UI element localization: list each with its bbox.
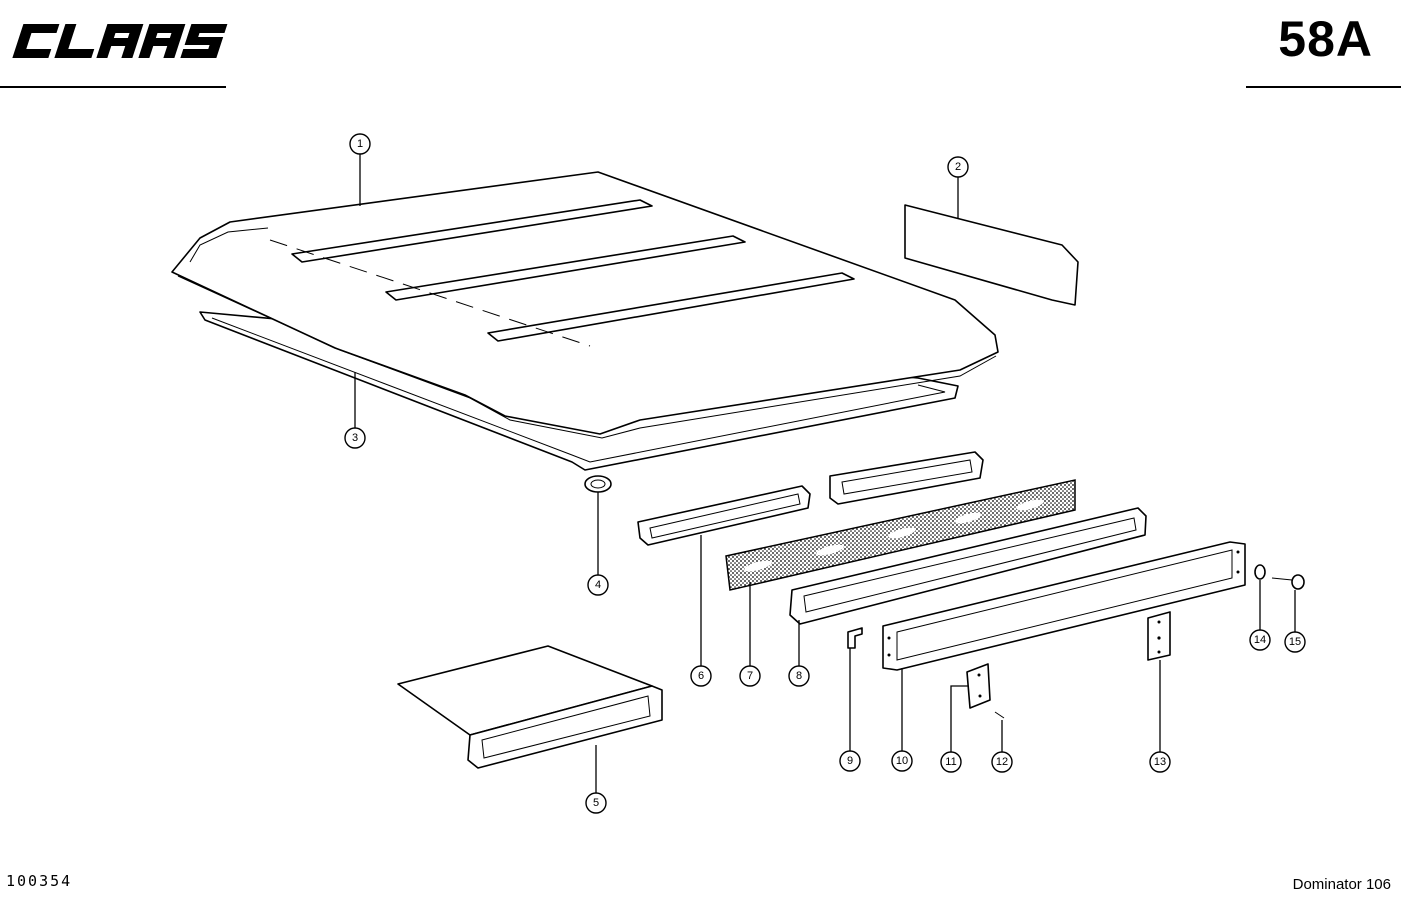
part-12-screw — [994, 711, 1005, 719]
callout-9: 9 — [839, 750, 861, 772]
callout-15: 15 — [1284, 631, 1306, 653]
part-7-filter-mat — [725, 479, 1076, 591]
callout-15-label: 15 — [1289, 636, 1301, 648]
part-6-seal-frames — [637, 451, 984, 546]
callout-6: 6 — [690, 665, 712, 687]
callout-1-label: 1 — [357, 138, 363, 150]
document-number: 100354 — [6, 872, 73, 890]
callout-7-label: 7 — [747, 670, 753, 682]
callout-4-label: 4 — [595, 579, 601, 591]
callout-13-label: 13 — [1154, 756, 1166, 768]
part-14-nut — [1254, 564, 1266, 580]
part-11-plate — [966, 663, 991, 709]
callout-3: 3 — [344, 427, 366, 449]
page-number: 58A — [1278, 11, 1373, 67]
callout-12: 12 — [991, 751, 1013, 773]
header-rule-left — [0, 86, 226, 88]
part-4-ring — [584, 475, 612, 493]
callout-11: 11 — [940, 751, 962, 773]
callout-8: 8 — [788, 665, 810, 687]
part-8-gasket-frame — [789, 507, 1147, 625]
callout-1: 1 — [349, 133, 371, 155]
callout-10: 10 — [891, 750, 913, 772]
part-1-roof-panel — [171, 171, 999, 439]
part-9-bracket — [847, 627, 863, 649]
model-name: Dominator 106 — [1292, 876, 1391, 893]
callout-5-label: 5 — [593, 797, 599, 809]
part-13-plate — [1147, 611, 1171, 661]
callout-7: 7 — [739, 665, 761, 687]
part-5-air-duct — [397, 645, 663, 769]
callout-9-label: 9 — [847, 755, 853, 767]
part-2-insulation-block — [904, 204, 1079, 306]
callout-14: 14 — [1249, 629, 1271, 651]
callout-2: 2 — [947, 156, 969, 178]
callout-3-label: 3 — [352, 432, 358, 444]
callout-5: 5 — [585, 792, 607, 814]
callout-4: 4 — [587, 574, 609, 596]
part-15-bolt — [1271, 574, 1305, 590]
callout-6-label: 6 — [698, 670, 704, 682]
leader-lines — [354, 153, 1296, 793]
callout-10-label: 10 — [896, 755, 908, 767]
header-rule-right — [1246, 86, 1401, 88]
callout-11-label: 11 — [945, 756, 956, 768]
callout-14-label: 14 — [1254, 634, 1266, 646]
callout-2-label: 2 — [955, 161, 961, 173]
claas-logo — [12, 24, 228, 58]
callout-12-label: 12 — [996, 756, 1008, 768]
callout-13: 13 — [1149, 751, 1171, 773]
callout-8-label: 8 — [796, 670, 802, 682]
part-10-frame-rail — [882, 541, 1246, 671]
